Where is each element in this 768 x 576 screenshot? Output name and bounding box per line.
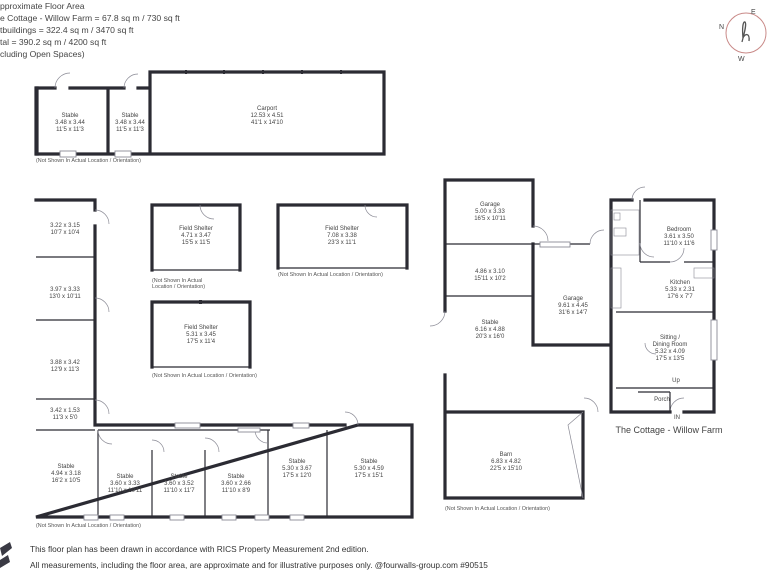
room-imperial-kitchen: 17'6 x 7'7 (667, 294, 693, 300)
room-name-st3: Stable (170, 474, 188, 480)
room-imperial-sitting: 17'5 x 13'5 (656, 356, 685, 362)
room-imperial-bedroom: 11'10 x 11'6 (663, 241, 695, 247)
fourwalls-logo (0, 542, 12, 568)
footer-disclaimer: All measurements, including the floor ar… (30, 560, 488, 570)
room-name-bedroom: Bedroom (667, 227, 691, 233)
room-name-kitchen: Kitchen (670, 280, 690, 286)
room-imperial-st6: 17'5 x 15'1 (355, 473, 384, 479)
room-imperial-left-4: 11'3 x 5'0 (53, 415, 79, 421)
room-metric-sitting: 5.32 x 4.09 (655, 349, 685, 355)
room-name-stable-c: Stable (481, 320, 499, 326)
room-name-dining: Dining Room (653, 342, 688, 348)
cottage: Bedroom 3.61 x 3.50 11'10 x 11'6 Kitchen… (609, 186, 723, 435)
room-metric-garage-big: 9.61 x 4.45 (558, 303, 588, 309)
room-imperial-fs3: 17'5 x 11'4 (187, 339, 216, 345)
stairs-up-label: Up (672, 378, 680, 384)
room-metric-left-1: 3.22 x 3.15 (50, 223, 80, 229)
note-barn: (Not Shown In Actual Location / Orientat… (445, 506, 550, 512)
room-metric-st6: 5.30 x 4.59 (354, 466, 384, 472)
top-outbuilding: Stable 3.48 x 3.44 11'5 x 11'3 Stable 3.… (34, 70, 386, 164)
room-imperial-st3: 11'10 x 11'7 (163, 488, 195, 494)
note-fs3: (Not Shown In Actual Location / Orientat… (152, 373, 257, 379)
room-imperial-fs2: 23'3 x 11'1 (328, 240, 357, 246)
room-imperial-mid: 15'11 x 10'2 (474, 276, 506, 282)
header-line-1: pproximate Floor Area (0, 1, 85, 11)
room-imperial-st2: 11'10 x 10'11 (108, 488, 143, 494)
room-imperial-carport: 41'1 x 14'10 (251, 120, 284, 126)
header-line-3: tbuildings = 322.4 sq m / 3470 sq ft (0, 25, 134, 35)
room-imperial-left-3: 12'9 x 11'3 (51, 367, 80, 373)
logo-mark (741, 21, 750, 43)
room-name-st1: Stable (57, 464, 75, 470)
cottage-title: The Cottage - Willow Farm (615, 425, 722, 435)
room-metric-kitchen: 5.33 x 2.31 (665, 287, 695, 293)
compass-logo: E N W (719, 9, 767, 63)
room-metric-garage-top: 5.00 x 3.33 (475, 209, 505, 215)
room-imperial-barn: 22'5 x 15'10 (490, 466, 523, 472)
footer-rics-note: This floor plan has been drawn in accord… (30, 544, 369, 554)
l-shaped-stable-block: 3.22 x 3.15 10'7 x 10'4 3.97 x 3.33 13'0… (34, 198, 414, 529)
room-metric-barn: 6.83 x 4.82 (491, 459, 521, 465)
room-metric-fs3: 5.31 x 3.45 (186, 332, 216, 338)
note-fs1-b: Location / Orientation) (152, 284, 205, 290)
room-imperial-garage-big: 31'6 x 14'7 (559, 310, 588, 316)
room-metric-stable-c: 6.16 x 4.88 (475, 327, 505, 333)
room-metric-st2: 3.60 x 3.33 (110, 481, 140, 487)
room-metric-stable-b: 3.48 x 3.44 (115, 120, 145, 126)
field-shelters: Field Shelter 4.71 x 3.47 15'5 x 11'5 (N… (150, 203, 409, 379)
room-metric-st1: 4.94 x 3.18 (51, 471, 81, 477)
entrance-in-label: IN (674, 415, 680, 421)
note-fs1-a: (Not Shown In Actual (152, 278, 202, 284)
room-metric-fs1: 4.71 x 3.47 (181, 233, 211, 239)
room-metric-st5: 5.30 x 3.67 (282, 466, 312, 472)
note-top: (Not Shown In Actual Location / Orientat… (36, 158, 141, 164)
room-name-st5: Stable (288, 459, 306, 465)
room-metric-st3: 3.60 x 3.52 (164, 481, 194, 487)
room-name-stable-a: Stable (61, 113, 79, 119)
room-imperial-st4: 11'10 x 8'9 (222, 488, 251, 494)
note-l-block: (Not Shown In Actual Location / Orientat… (36, 523, 141, 529)
room-name-barn: Barn (500, 452, 513, 458)
room-imperial-fs1: 15'5 x 11'5 (182, 240, 211, 246)
room-imperial-left-1: 10'7 x 10'4 (51, 230, 80, 236)
room-name-st4: Stable (227, 474, 245, 480)
room-metric-carport: 12.53 x 4.51 (250, 113, 284, 119)
room-metric-left-3: 3.88 x 3.42 (50, 360, 80, 366)
room-name-fs3: Field Shelter (184, 325, 218, 331)
room-metric-stable-a: 3.48 x 3.44 (55, 120, 85, 126)
room-imperial-garage-top: 16'5 x 10'11 (474, 216, 506, 222)
room-name-garage-big: Garage (563, 296, 584, 302)
floor-area-summary: pproximate Floor Area e Cottage - Willow… (0, 0, 180, 60)
room-name-st2: Stable (116, 474, 134, 480)
room-imperial-stable-c: 20'3 x 16'0 (476, 334, 505, 340)
room-name-fs1: Field Shelter (179, 226, 213, 232)
room-name-st6: Stable (360, 459, 378, 465)
compass-n-label: N (719, 24, 724, 31)
room-imperial-stable-b: 11'5 x 11'3 (116, 127, 144, 133)
room-name-fs2: Field Shelter (325, 226, 359, 232)
compass-e-label: E (751, 9, 756, 16)
room-imperial-left-2: 13'0 x 10'11 (49, 294, 81, 300)
room-name-sitting: Sitting / (660, 335, 680, 341)
room-metric-st4: 3.60 x 2.66 (221, 481, 251, 487)
room-metric-left-4: 3.42 x 1.53 (50, 408, 80, 414)
room-metric-bedroom: 3.61 x 3.50 (664, 234, 694, 240)
room-imperial-stable-a: 11'5 x 11'3 (56, 127, 84, 133)
note-fs2: (Not Shown In Actual Location / Orientat… (278, 272, 383, 278)
compass-w-label: W (738, 56, 745, 63)
room-name-porch: Porch (654, 397, 670, 403)
room-name-stable-b: Stable (121, 113, 139, 119)
room-metric-fs2: 7.08 x 3.38 (327, 233, 357, 239)
header-line-4: tal = 390.2 sq m / 4200 sq ft (0, 37, 107, 47)
room-imperial-st1: 16'2 x 10'5 (52, 478, 81, 484)
header-line-5: cluding Open Spaces) (0, 49, 85, 59)
garage-barn-block: Garage 5.00 x 3.33 16'5 x 10'11 4.86 x 3… (429, 178, 612, 512)
room-name-garage-top: Garage (480, 202, 501, 208)
room-metric-left-2: 3.97 x 3.33 (50, 287, 80, 293)
room-name-carport: Carport (257, 106, 277, 112)
room-imperial-st5: 17'5 x 12'0 (283, 473, 312, 479)
header-line-2: e Cottage - Willow Farm = 67.8 sq m / 73… (0, 13, 180, 23)
room-metric-mid: 4.86 x 3.10 (475, 269, 505, 275)
